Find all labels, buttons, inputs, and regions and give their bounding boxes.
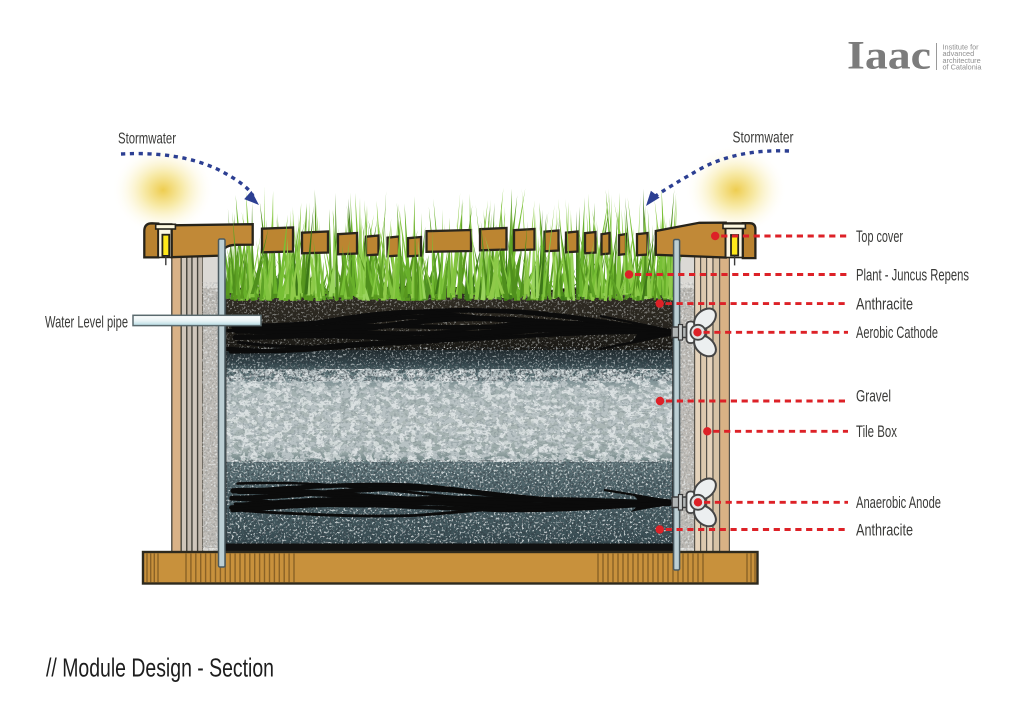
svg-text:of Catalonia: of Catalonia — [943, 63, 983, 72]
svg-text:advanced: advanced — [943, 49, 975, 58]
svg-text:Anthracite: Anthracite — [856, 295, 913, 313]
svg-text:Top cover: Top cover — [856, 228, 903, 246]
svg-text:Aerobic Cathode: Aerobic Cathode — [856, 324, 938, 342]
svg-text:Iaac: Iaac — [847, 33, 931, 78]
svg-text:architecture: architecture — [943, 56, 981, 65]
svg-text:Stormwater: Stormwater — [733, 130, 795, 147]
svg-text:Institute for: Institute for — [943, 43, 980, 52]
svg-text:Water Level pipe: Water Level pipe — [45, 314, 128, 332]
svg-text:Plant - Juncus Repens: Plant - Juncus Repens — [856, 266, 969, 284]
svg-text:// Module Design - Section: // Module Design - Section — [46, 653, 274, 683]
svg-text:Gravel: Gravel — [856, 387, 891, 405]
svg-text:Stormwater: Stormwater — [118, 131, 176, 148]
svg-text:Tile Box: Tile Box — [856, 423, 898, 441]
svg-text:Anthracite: Anthracite — [856, 521, 913, 539]
svg-text:Anaerobic Anode: Anaerobic Anode — [856, 494, 941, 512]
